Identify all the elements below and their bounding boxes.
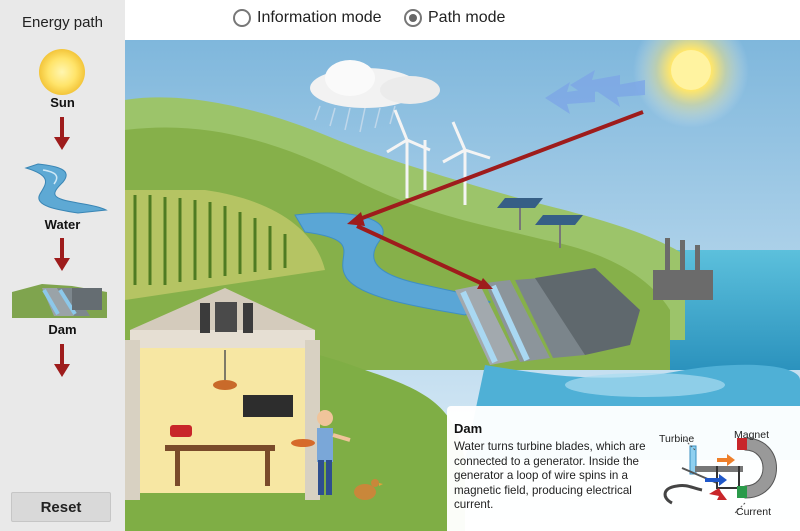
reset-button[interactable]: Reset <box>11 492 111 522</box>
energy-path-sidebar: Energy path Sun Water Dam <box>0 0 126 531</box>
step-label-sun: Sun <box>50 95 75 110</box>
sun-icon <box>39 49 85 95</box>
diagram-label-current: Current <box>736 506 772 518</box>
information-mode-radio[interactable]: Information mode <box>233 9 382 27</box>
step-label-dam: Dam <box>48 322 77 337</box>
down-arrow-icon <box>54 238 70 271</box>
radio-selected-icon <box>404 9 422 27</box>
info-panel-title: Dam <box>454 421 483 436</box>
step-label-water: Water <box>44 217 81 232</box>
info-panel: Dam Water turns turbine blades, which ar… <box>447 406 800 531</box>
generator-diagram <box>663 437 777 514</box>
mode-toolbar: Information mode Path mode <box>125 0 800 40</box>
down-arrow-icon <box>54 117 70 150</box>
landscape-illustration: Dam Water turns turbine blades, which ar… <box>125 40 800 531</box>
info-panel-description: Water turns turbine blades, which are co… <box>454 440 646 511</box>
water-river-icon <box>24 163 108 214</box>
dam-icon <box>12 284 107 318</box>
diagram-label-magnet: Magnet <box>734 429 770 441</box>
information-mode-label: Information mode <box>257 9 382 26</box>
down-arrow-icon <box>54 344 70 377</box>
path-mode-radio[interactable]: Path mode <box>404 9 505 27</box>
sidebar-title: Energy path <box>22 14 103 31</box>
diagram-label-turbine: Turbine <box>659 433 695 445</box>
path-mode-label: Path mode <box>428 9 506 26</box>
radio-circle-icon <box>233 9 251 27</box>
